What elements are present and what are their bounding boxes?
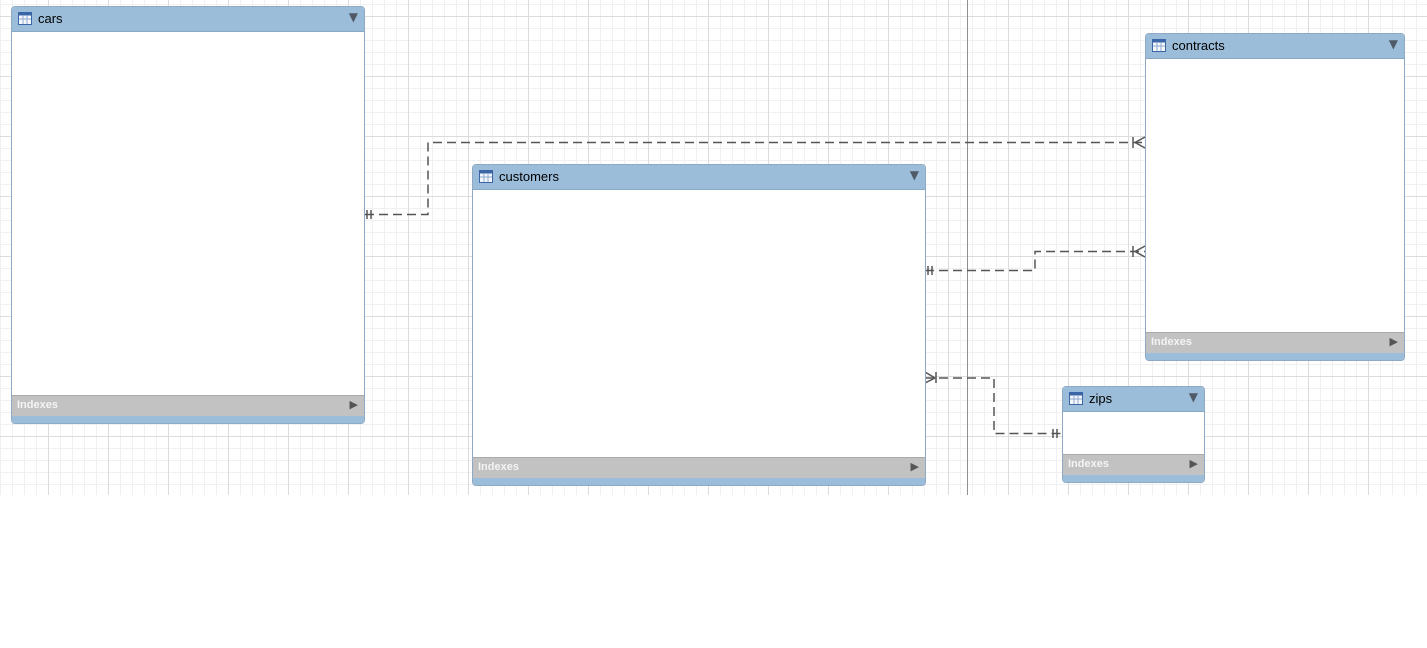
page-break-line bbox=[967, 0, 968, 495]
collapse-arrow-icon[interactable]: ▼ bbox=[348, 10, 358, 24]
table-columns-area bbox=[473, 190, 925, 457]
table-title: customers bbox=[499, 169, 559, 184]
table-header[interactable]: zips ▼ bbox=[1063, 387, 1204, 412]
indexes-label: Indexes bbox=[478, 461, 519, 473]
collapse-arrow-icon[interactable]: ▼ bbox=[1388, 37, 1398, 51]
table-columns-area bbox=[1063, 412, 1204, 454]
table-columns-area bbox=[12, 32, 364, 395]
indexes-label: Indexes bbox=[1068, 458, 1109, 470]
expand-arrow-icon[interactable]: ▶ bbox=[910, 460, 919, 473]
table-icon bbox=[1152, 39, 1166, 52]
table-title: cars bbox=[38, 11, 63, 26]
indexes-label: Indexes bbox=[1151, 336, 1192, 348]
indexes-section[interactable]: Indexes ▶ bbox=[1146, 332, 1404, 353]
expand-arrow-icon[interactable]: ▶ bbox=[349, 398, 358, 411]
table-columns-area bbox=[1146, 59, 1404, 332]
table-title: zips bbox=[1089, 391, 1113, 406]
table-icon bbox=[479, 170, 493, 183]
table-footer bbox=[1063, 475, 1204, 482]
table-customers[interactable]: customers ▼ Indexes ▶ bbox=[472, 164, 926, 486]
table-footer bbox=[12, 416, 364, 423]
table-title: contracts bbox=[1172, 38, 1225, 53]
expand-arrow-icon[interactable]: ▶ bbox=[1189, 457, 1198, 470]
indexes-section[interactable]: Indexes ▶ bbox=[1063, 454, 1204, 475]
table-footer bbox=[473, 478, 925, 485]
indexes-section[interactable]: Indexes ▶ bbox=[473, 457, 925, 478]
table-header[interactable]: cars ▼ bbox=[12, 7, 364, 32]
table-zips[interactable]: zips ▼ Indexes ▶ bbox=[1062, 386, 1205, 483]
table-icon bbox=[18, 12, 32, 25]
collapse-arrow-icon[interactable]: ▼ bbox=[909, 168, 919, 182]
collapse-arrow-icon[interactable]: ▼ bbox=[1188, 390, 1198, 404]
table-contracts[interactable]: contracts ▼ Indexes ▶ bbox=[1145, 33, 1405, 361]
table-header[interactable]: customers ▼ bbox=[473, 165, 925, 190]
table-header[interactable]: contracts ▼ bbox=[1146, 34, 1404, 59]
table-cars[interactable]: cars ▼ Indexes ▶ bbox=[11, 6, 365, 424]
indexes-label: Indexes bbox=[17, 399, 58, 411]
table-icon bbox=[1069, 392, 1083, 405]
expand-arrow-icon[interactable]: ▶ bbox=[1389, 335, 1398, 348]
indexes-section[interactable]: Indexes ▶ bbox=[12, 395, 364, 416]
table-footer bbox=[1146, 353, 1404, 360]
